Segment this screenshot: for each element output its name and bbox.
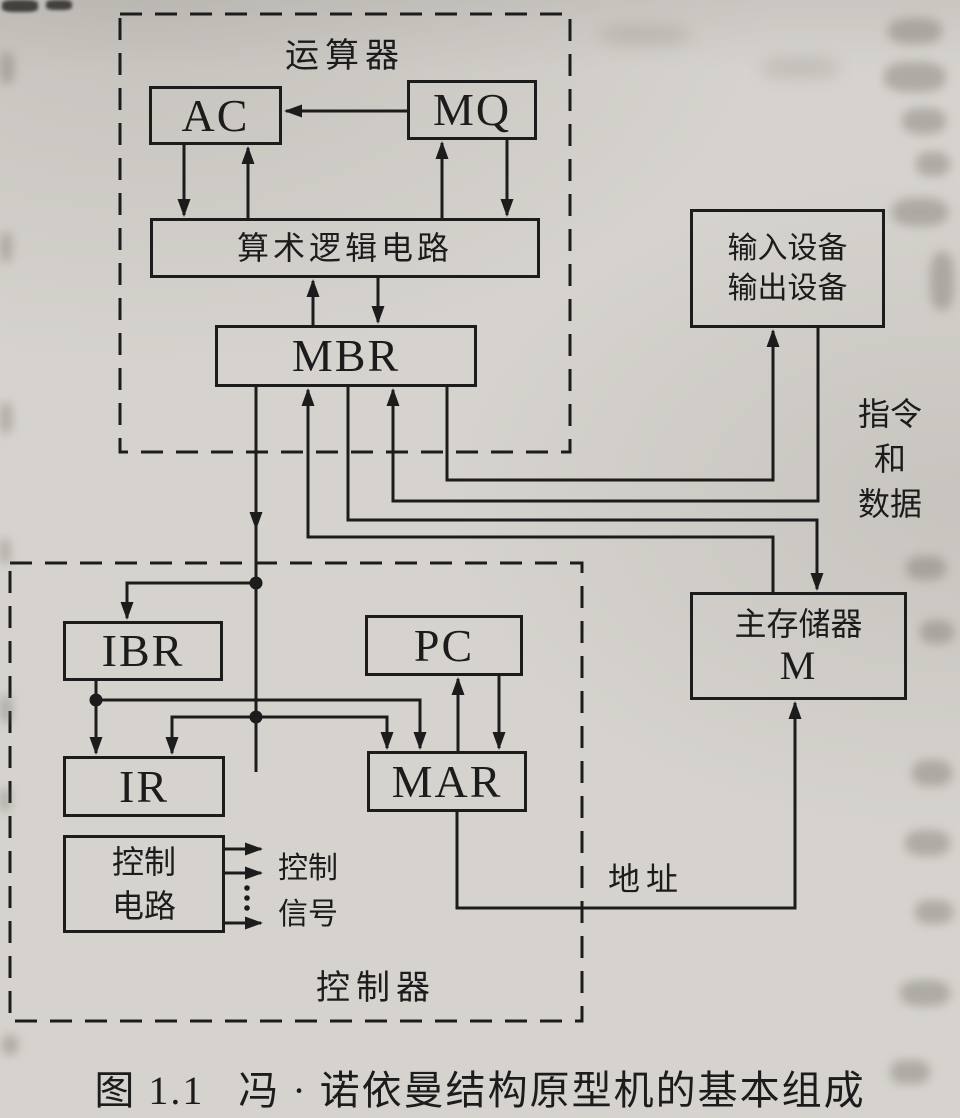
left-edge-smudge <box>0 52 14 84</box>
bleed-through-smudge <box>915 900 953 924</box>
block-io: 输入设备 输出设备 <box>690 209 885 328</box>
block-memory-label-line2: M <box>779 643 818 688</box>
block-mbr-label: MBR <box>291 330 401 381</box>
bleed-through-smudge <box>912 760 952 786</box>
block-mbr: MBR <box>215 325 477 387</box>
line-memory-to-mbr <box>301 388 775 592</box>
block-memory: 主存储器 M <box>690 592 907 700</box>
left-edge-smudge <box>0 538 10 564</box>
bleed-through-smudge <box>600 26 690 44</box>
junction-dot-bus-ibr <box>249 576 263 590</box>
control-unit-frame <box>8 561 584 1023</box>
block-mar-label: MAR <box>391 755 503 807</box>
line-mbr-to-io <box>445 329 780 482</box>
bleed-through-smudge <box>760 58 840 78</box>
page-edge-text-fragment <box>2 0 38 12</box>
bleed-through-smudge <box>890 1060 930 1084</box>
bleed-through-smudge <box>884 62 946 92</box>
block-io-label-line2: 输出设备 <box>727 271 848 305</box>
page-edge-text-fragment <box>46 0 72 10</box>
bleed-through-smudge <box>920 620 954 644</box>
bleed-through-smudge <box>916 152 950 176</box>
control-signal-line1: 控制 <box>278 852 338 885</box>
arithmetic-unit-label: 运算器 <box>285 38 405 75</box>
block-pc: PC <box>365 615 523 676</box>
block-ibr: IBR <box>63 621 223 681</box>
block-ir-label: IR <box>119 760 169 812</box>
ellipsis-dot <box>244 885 250 891</box>
line-mar-address-to-memory <box>455 701 802 910</box>
block-mar: MAR <box>367 751 527 812</box>
bleed-through-smudge <box>900 980 950 1006</box>
block-memory-label-line1: 主存储器 <box>734 606 863 642</box>
line-bus-to-ibr <box>120 581 256 620</box>
block-mq: MQ <box>407 80 537 140</box>
block-alu: 算术逻辑电路 <box>150 218 540 278</box>
left-edge-smudge <box>0 695 12 723</box>
left-edge-smudge <box>2 1035 18 1055</box>
line-mbr-to-memory <box>346 387 824 591</box>
bus-label-line1: 指令 <box>857 396 922 432</box>
control-signal-line2: 信号 <box>278 898 338 931</box>
address-label: 地址 <box>608 861 685 897</box>
bus-label-line2: 和 <box>873 441 906 477</box>
block-ir: IR <box>63 756 225 817</box>
line-bus-to-mar <box>256 715 394 750</box>
block-control-circuit-line2: 电路 <box>111 888 176 924</box>
figure-caption: 图 1.1 冯 · 诺依曼结构原型机的基本组成 <box>0 1058 960 1116</box>
bleed-through-smudge <box>892 198 948 226</box>
block-pc-label: PC <box>413 619 475 671</box>
block-control-circuit-line1: 控制 <box>111 844 176 880</box>
left-edge-smudge <box>0 402 12 434</box>
block-mq-label: MQ <box>432 84 512 135</box>
line-io-to-mbr <box>386 328 820 503</box>
ellipsis-dot <box>244 895 250 901</box>
control-unit-label: 控制器 <box>316 970 436 1007</box>
control-signal-label: 控制 信号 <box>266 846 350 938</box>
figure-caption-number: 图 1.1 <box>94 1068 205 1113</box>
block-ac-label: AC <box>181 89 250 141</box>
line-ibr-to-mar <box>96 698 427 750</box>
line-bus-to-ir <box>165 715 256 755</box>
bleed-through-smudge <box>930 252 954 310</box>
bleed-through-smudge <box>906 556 946 580</box>
left-edge-smudge <box>0 788 10 812</box>
ellipsis-dot <box>244 905 250 911</box>
junction-dot-bus-ir-mar <box>249 710 263 724</box>
block-control-circuit: 控制 电路 <box>63 835 225 933</box>
block-ibr-label: IBR <box>101 625 185 676</box>
block-ac: AC <box>149 86 282 145</box>
block-alu-label: 算术逻辑电路 <box>236 230 453 266</box>
arithmetic-unit-frame <box>118 12 572 454</box>
bleed-through-smudge <box>905 830 950 856</box>
figure-caption-title: 冯 · 诺依曼结构原型机的基本组成 <box>238 1068 866 1113</box>
junction-dot-ibr-branch <box>89 693 103 707</box>
bus-label-instructions-and-data: 指令 和 数据 <box>846 392 934 527</box>
bleed-through-smudge <box>902 108 946 134</box>
block-io-label-line1: 输入设备 <box>727 231 848 265</box>
left-edge-smudge <box>0 232 12 262</box>
bleed-through-smudge <box>888 18 942 44</box>
bus-label-line3: 数据 <box>857 486 922 522</box>
